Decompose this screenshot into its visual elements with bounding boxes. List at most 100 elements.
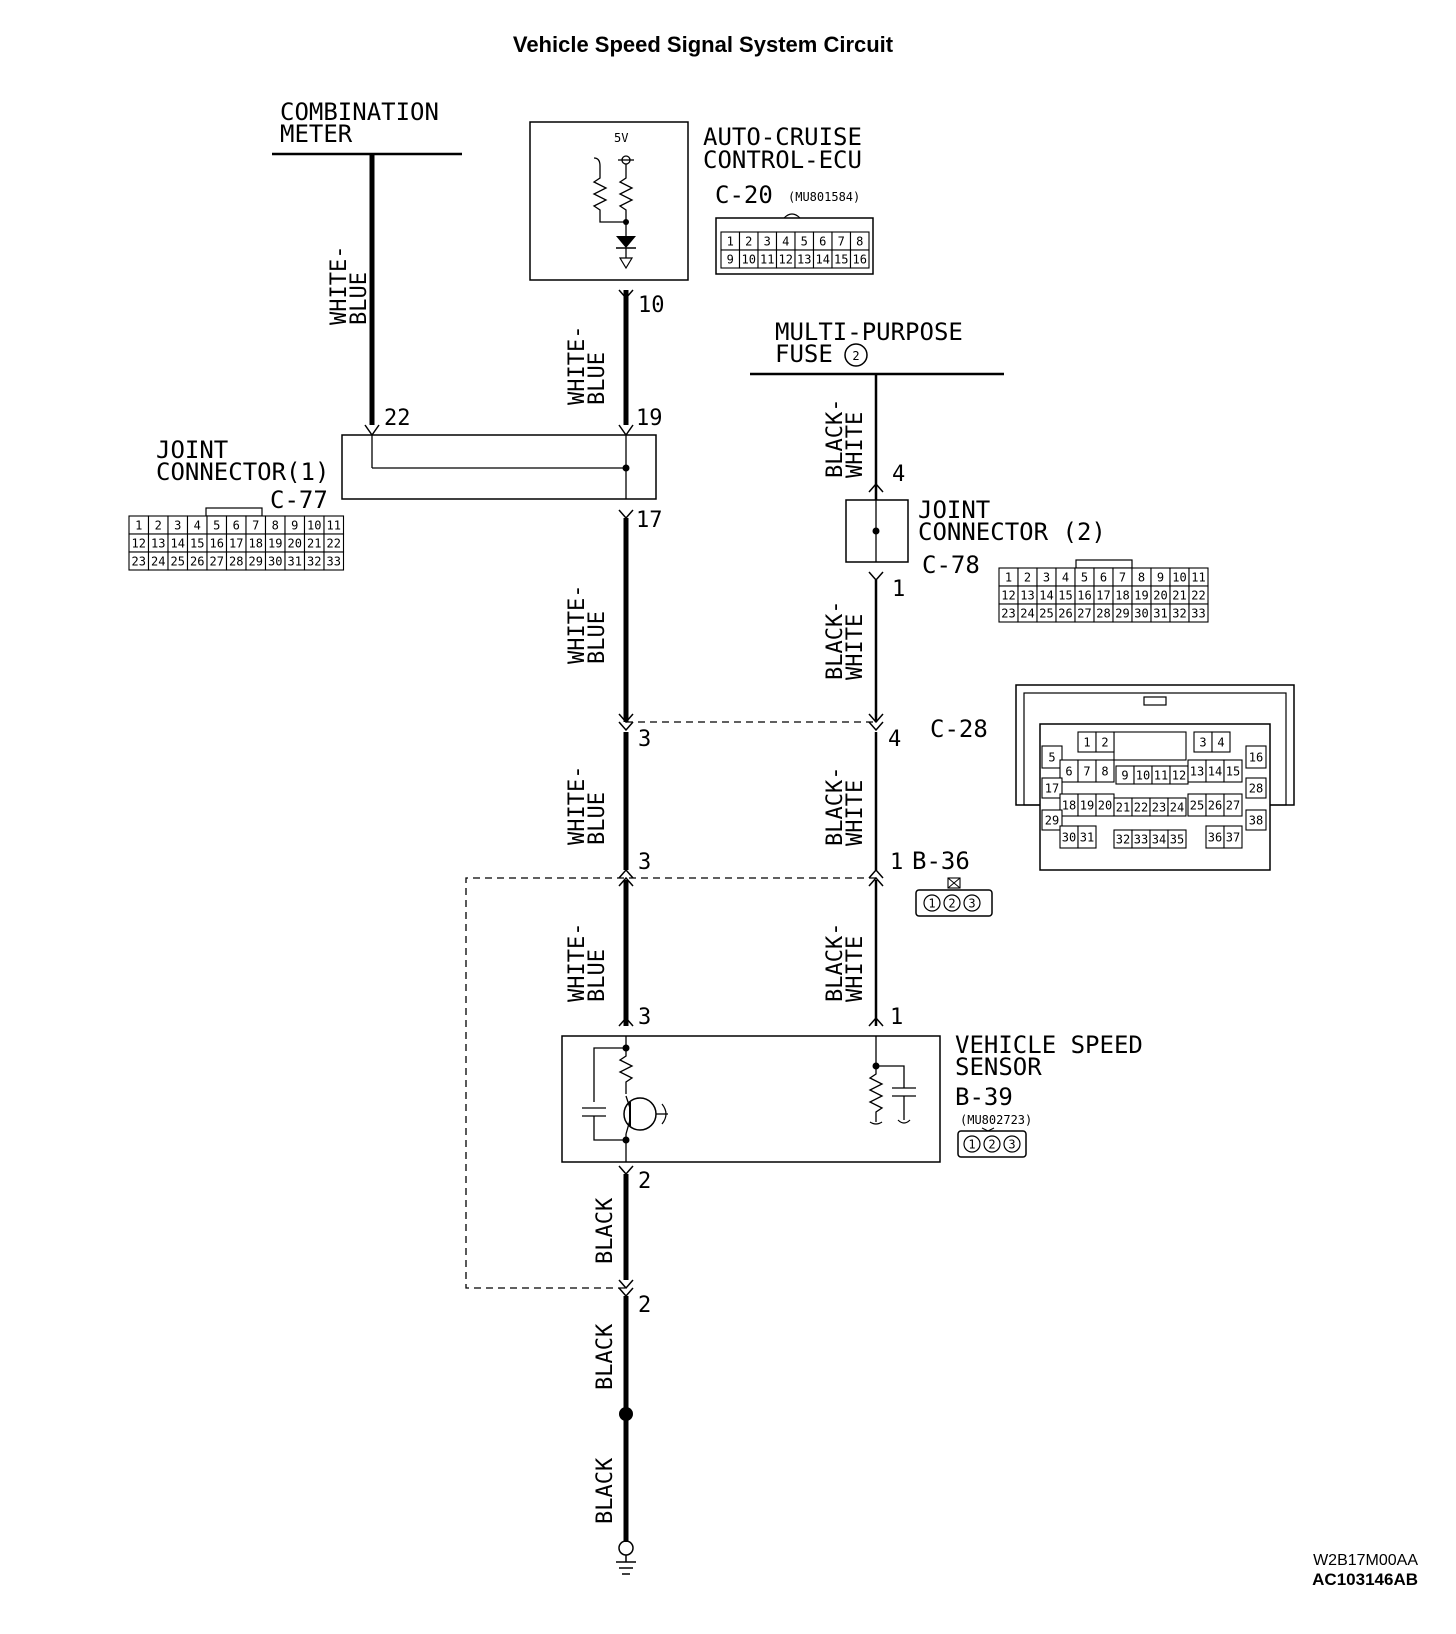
- c28-pin-38: 38: [1245, 809, 1267, 831]
- c78-pin-20: 20: [1150, 585, 1171, 605]
- c20-pin-12: 12: [775, 249, 796, 269]
- c28-pin-18: 18: [1059, 793, 1079, 817]
- c28-pin-27: 27: [1223, 793, 1243, 817]
- svg-text:16: 16: [210, 537, 224, 551]
- svg-text:14: 14: [1208, 765, 1222, 779]
- c77-pin-6: 6: [225, 515, 247, 535]
- c20-pin-5: 5: [794, 231, 815, 251]
- wire-label-ecu-2: BLUE: [585, 352, 610, 405]
- svg-text:6: 6: [1100, 571, 1107, 585]
- svg-text:24: 24: [1020, 607, 1034, 621]
- svg-text:8: 8: [1138, 571, 1145, 585]
- b36-code: B-36: [912, 847, 970, 875]
- c77-pin-3: 3: [167, 515, 189, 535]
- svg-text:4: 4: [194, 519, 201, 533]
- svg-text:16: 16: [1249, 751, 1263, 765]
- c28-pin-28: 28: [1245, 777, 1267, 799]
- wire-label-bw-3a: BLACK-: [823, 767, 848, 846]
- c20-pin-9: 9: [720, 249, 741, 269]
- joint-connector-1: 22 19 17 JOINT CONNECTOR(1) C-77: [156, 406, 663, 533]
- c77-pin-16: 16: [206, 533, 228, 553]
- c28-pin-22: 22: [1131, 797, 1151, 817]
- wire-label-wb-2b: BLUE: [585, 611, 610, 664]
- wire-label-wb-4a: WHITE-: [565, 923, 590, 1002]
- svg-text:10: 10: [742, 253, 756, 267]
- svg-text:17: 17: [229, 537, 243, 551]
- svg-text:3: 3: [1043, 571, 1050, 585]
- combination-meter: COMBINATION METER: [272, 98, 462, 156]
- svg-text:19: 19: [1080, 799, 1094, 813]
- joint1-label-1: JOINT: [156, 436, 228, 464]
- c77-pin-20: 20: [284, 533, 306, 553]
- svg-text:9: 9: [1157, 571, 1164, 585]
- c77-pin-27: 27: [206, 551, 228, 571]
- svg-text:31: 31: [1153, 607, 1167, 621]
- c78-pin-15: 15: [1055, 585, 1076, 605]
- svg-text:9: 9: [1121, 769, 1128, 783]
- c78-pin-26: 26: [1055, 603, 1076, 623]
- svg-text:27: 27: [1077, 607, 1091, 621]
- combination-meter-label-2: METER: [280, 120, 353, 148]
- b39-pin-1: 1: [963, 1135, 981, 1153]
- c78-pin-25: 25: [1036, 603, 1057, 623]
- svg-text:7: 7: [1083, 765, 1090, 779]
- ecu-voltage-label: 5V: [614, 131, 628, 145]
- c28-pin-32: 32: [1113, 829, 1133, 849]
- c78-pin-30: 30: [1131, 603, 1152, 623]
- c20-code: C-20: [715, 181, 773, 209]
- c78-pin-4: 4: [1055, 567, 1076, 587]
- svg-text:1: 1: [928, 897, 935, 911]
- c77-pin-25: 25: [167, 551, 189, 571]
- c77-pin-14: 14: [167, 533, 189, 553]
- c78-pin-32: 32: [1169, 603, 1190, 623]
- c78-pin-9: 9: [1150, 567, 1171, 587]
- c78-pin-33: 33: [1188, 603, 1209, 623]
- joint1-label-2: CONNECTOR(1): [156, 458, 329, 486]
- c78-pin-19: 19: [1131, 585, 1152, 605]
- c78-pin-28: 28: [1093, 603, 1114, 623]
- c77-pin-30: 30: [264, 551, 286, 571]
- wire-label-black-1: BLACK: [593, 1197, 618, 1264]
- pin-ecu-10: 10: [638, 293, 665, 318]
- joint2-label-2: CONNECTOR (2): [918, 518, 1106, 546]
- c20-pin-4: 4: [775, 231, 796, 251]
- c78-pin-11: 11: [1188, 567, 1209, 587]
- c28-pin-9: 9: [1115, 765, 1135, 785]
- svg-text:15: 15: [834, 253, 848, 267]
- svg-text:3: 3: [174, 519, 181, 533]
- c28-pin-16: 16: [1245, 745, 1267, 769]
- c20-pin-6: 6: [812, 231, 833, 251]
- svg-text:15: 15: [1226, 765, 1240, 779]
- c28-pin-7: 7: [1077, 759, 1097, 783]
- c20-pin-16: 16: [849, 249, 870, 269]
- svg-text:9: 9: [727, 253, 734, 267]
- c77-pin-18: 18: [245, 533, 267, 553]
- auto-cruise-ecu: 5V AUTO-CRUISE CONTROL-ECU C-20 (MU80158…: [529, 121, 862, 281]
- svg-text:37: 37: [1226, 831, 1240, 845]
- svg-text:16: 16: [1077, 589, 1091, 603]
- svg-text:2: 2: [1024, 571, 1031, 585]
- svg-text:3: 3: [968, 897, 975, 911]
- c28-pin-17: 17: [1041, 777, 1063, 799]
- wire-label-bw-4a: BLACK-: [823, 923, 848, 1002]
- wire-label-bw-4b: WHITE: [843, 936, 868, 1002]
- svg-text:4: 4: [1217, 736, 1224, 750]
- c28-pin-10: 10: [1133, 765, 1153, 785]
- wire-label-bw-2a: BLACK-: [823, 601, 848, 680]
- svg-text:28: 28: [229, 555, 243, 569]
- c20-pin-10: 10: [738, 249, 759, 269]
- svg-text:6: 6: [819, 235, 826, 249]
- c77-pin-13: 13: [147, 533, 169, 553]
- c77-code: C-77: [270, 486, 328, 514]
- svg-text:19: 19: [268, 537, 282, 551]
- b36-pin-3: 3: [963, 894, 981, 912]
- c28-pin-14: 14: [1205, 759, 1225, 783]
- c77-pin-4: 4: [186, 515, 208, 535]
- svg-text:36: 36: [1208, 831, 1222, 845]
- svg-text:3: 3: [1199, 736, 1206, 750]
- svg-text:2: 2: [1101, 736, 1108, 750]
- c28-pin-35: 35: [1167, 829, 1187, 849]
